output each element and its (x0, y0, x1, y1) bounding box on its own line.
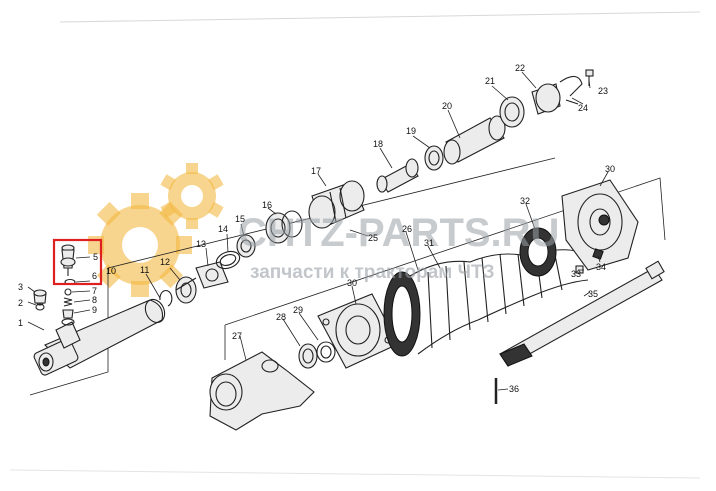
callout-20: 20 (442, 101, 452, 111)
part-5-valve (60, 244, 76, 276)
part-7-ball (64, 288, 72, 296)
scan-edge-bottom (9, 469, 701, 479)
part-29-washer (316, 341, 336, 363)
callout-25: 25 (368, 233, 378, 243)
part-30-flange-upper (561, 179, 639, 271)
watermark-gear-small-icon (160, 163, 224, 229)
callout-12: 12 (160, 257, 170, 267)
callout-30-lower: 30 (347, 278, 357, 288)
callout-5: 5 (93, 252, 98, 262)
callout-9: 9 (92, 305, 97, 315)
callout-3: 3 (18, 282, 23, 292)
callout-1: 1 (18, 318, 23, 328)
part-15-seal (236, 234, 256, 258)
callout-32: 32 (520, 196, 530, 206)
callout-11: 11 (140, 265, 149, 275)
scan-edge-top (59, 11, 701, 23)
callout-13: 13 (196, 239, 206, 249)
part-33-bolt (575, 265, 584, 274)
part-22-cap (531, 83, 561, 115)
callout-17: 17 (311, 166, 321, 176)
callout-33: 33 (571, 269, 581, 279)
part-24-clip (559, 75, 583, 105)
watermark-subtitle: запчасти к тракторам ЧТЗ (250, 262, 495, 283)
part-28-bearing (298, 343, 318, 369)
highlight-box-part-5 (52, 238, 103, 286)
callout-8: 8 (92, 295, 97, 305)
part-16-bushing (265, 210, 303, 244)
callout-16: 16 (262, 200, 272, 210)
part-3-grease-nipple (33, 289, 47, 304)
callout-30-upper: 30 (605, 164, 615, 174)
callout-23: 23 (598, 86, 608, 96)
callout-18: 18 (373, 139, 383, 149)
callout-14: 14 (218, 224, 228, 234)
part-30-flange-lower (317, 293, 399, 369)
callout-31: 31 (424, 238, 434, 248)
part-9-plug (62, 309, 74, 319)
part-27-housing (209, 351, 315, 431)
part-21-bearing (499, 96, 525, 128)
part-13-flange-plate (195, 261, 229, 289)
assembly-line-left (29, 268, 109, 396)
part-20-tube (443, 115, 506, 165)
callout-24: 24 (578, 103, 588, 113)
part-34-nut (592, 248, 604, 260)
part-8-spring (63, 297, 73, 307)
callout-19: 19 (406, 126, 416, 136)
callout-34: 34 (596, 262, 606, 272)
callout-28: 28 (276, 312, 286, 322)
callout-6: 6 (92, 271, 97, 281)
callout-21: 21 (485, 76, 495, 86)
callout-36: 36 (509, 384, 519, 394)
callout-35: 35 (588, 289, 598, 299)
callout-26: 26 (402, 224, 412, 234)
callout-15: 15 (235, 214, 245, 224)
watermark-title: CHTZ-PARTS.RU (238, 211, 559, 255)
part-17-piston (308, 180, 365, 229)
part-1-cylinder (33, 298, 166, 376)
assembly-line-lower (224, 177, 666, 326)
part-18-rod (376, 158, 419, 193)
part-14-ring (215, 250, 241, 270)
callout-29: 29 (293, 305, 303, 315)
callout-2: 2 (18, 298, 23, 308)
part-11-snap-ring (159, 289, 173, 307)
callout-22: 22 (515, 63, 525, 73)
callout-leaders (27, 71, 609, 391)
part-19-seal-ring (424, 145, 444, 171)
part-32-spring-seat (519, 227, 557, 277)
callout-27: 27 (232, 331, 242, 341)
callout-10: 10 (106, 266, 116, 276)
part-35-shaft (499, 260, 665, 367)
part-12-bearing (175, 276, 197, 304)
callout-7: 7 (92, 286, 97, 296)
